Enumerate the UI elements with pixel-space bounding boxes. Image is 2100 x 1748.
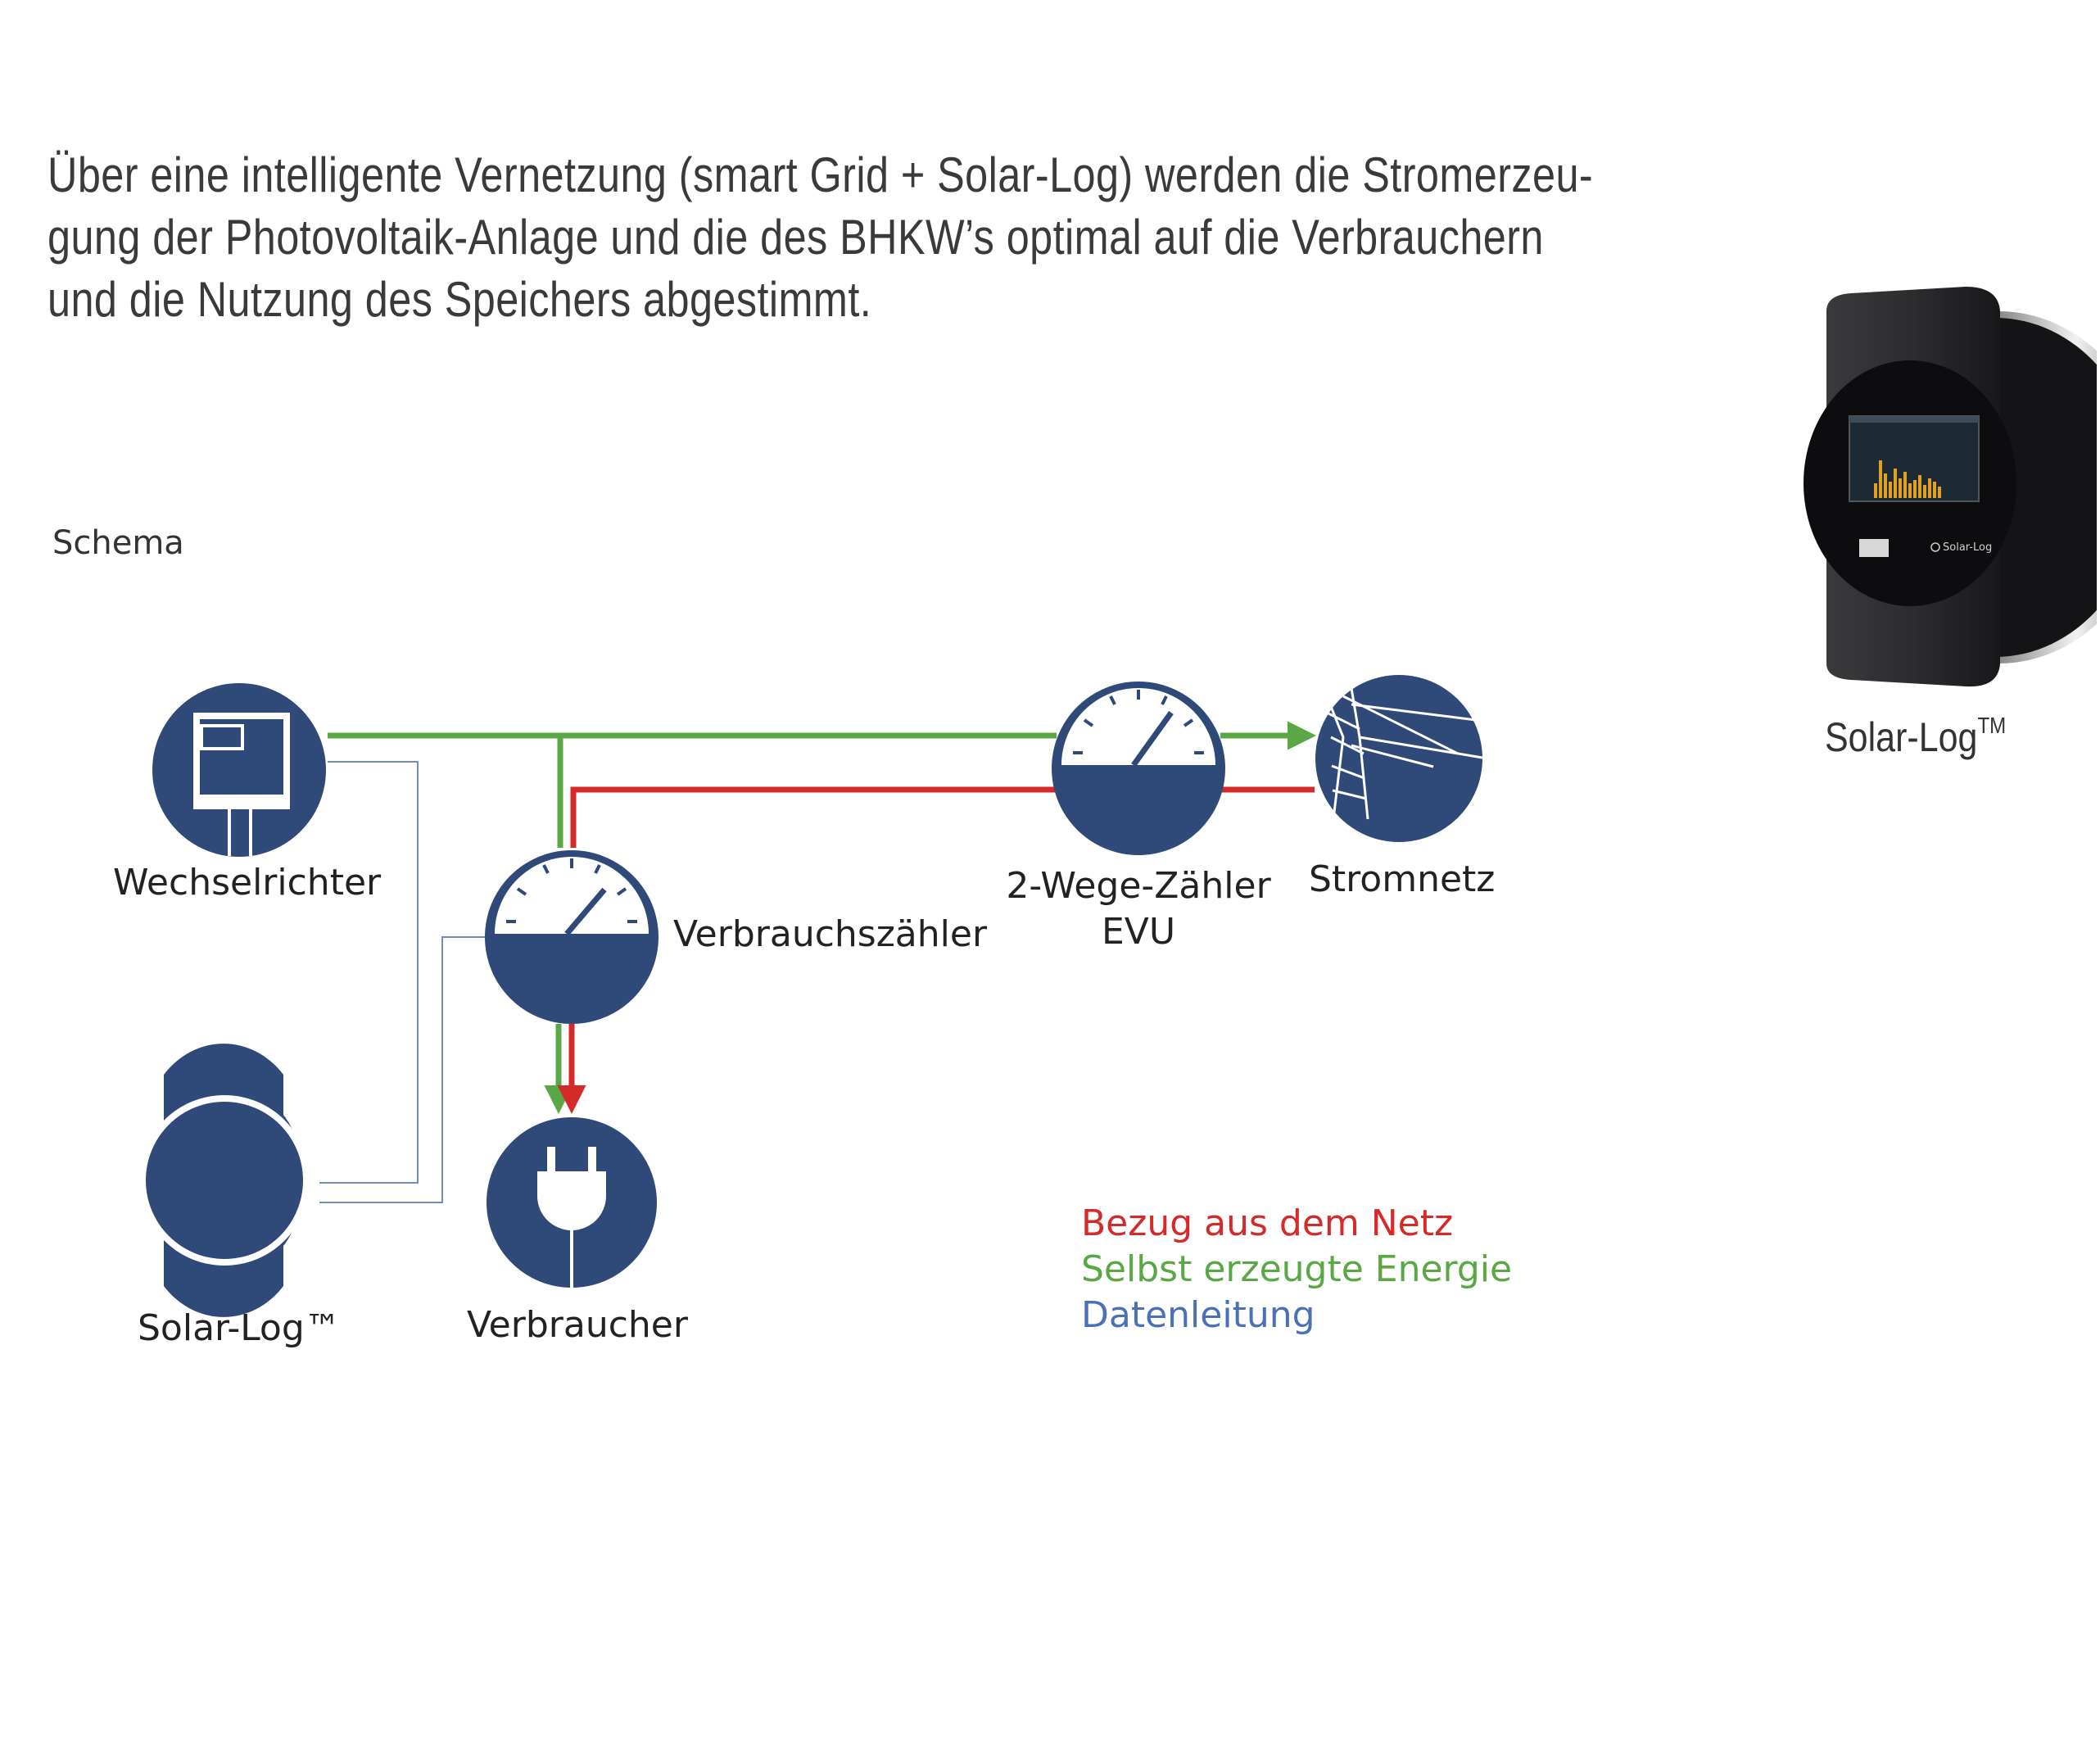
label-consumption-meter: Verbrauchszähler	[673, 913, 988, 955]
label-two-way-meter-line2: EVU	[1101, 911, 1176, 953]
energy-flow-diagram	[139, 675, 1483, 1317]
consumption-meter-icon	[485, 850, 659, 1024]
device-brand-text: Solar-Log	[1943, 541, 1992, 554]
legend-grid-import: Bezug aus dem Netz	[1081, 1202, 1454, 1244]
legend-data-line: Datenleitung	[1081, 1294, 1315, 1336]
solarlog-icon	[139, 1044, 310, 1317]
legend-self-energy: Selbst erzeugte Energie	[1081, 1248, 1513, 1290]
label-two-way-meter-line1: 2-Wege-Zähler	[1006, 865, 1271, 907]
schema-title: Schema	[52, 524, 184, 562]
two-way-meter-icon	[1052, 682, 1225, 855]
data-line-meter	[319, 936, 491, 1203]
legend: Bezug aus dem Netz Selbst erzeugte Energ…	[1081, 1201, 1512, 1338]
intro-line-3: und die Nutzung des Speichers abgestimmt…	[48, 272, 872, 327]
product-caption: Solar-LogTM	[1825, 713, 2006, 761]
intro-line-1: Über eine intelligente Vernetzung (smart…	[48, 147, 1594, 202]
product-caption-tm: TM	[1977, 713, 2007, 738]
label-solarlog: Solar-Log™	[138, 1307, 341, 1349]
solarlog-device-photo: Solar-Log	[1804, 287, 2097, 687]
inverter-icon	[152, 683, 326, 857]
label-inverter: Wechselrichter	[113, 862, 382, 903]
grid-tower-icon	[1315, 675, 1483, 842]
label-grid: Stromnetz	[1309, 858, 1496, 900]
label-consumer: Verbraucher	[467, 1304, 688, 1346]
intro-line-2: gung der Photovoltaik-Anlage und die des…	[48, 210, 1544, 265]
product-caption-main: Solar-Log	[1825, 714, 1978, 760]
data-lines	[319, 761, 491, 1203]
plug-icon	[487, 1117, 657, 1288]
data-line-inverter	[319, 761, 419, 1184]
self-energy-lines	[328, 721, 1316, 1114]
intro-paragraph: Über eine intelligente Vernetzung (smart…	[48, 144, 1594, 331]
